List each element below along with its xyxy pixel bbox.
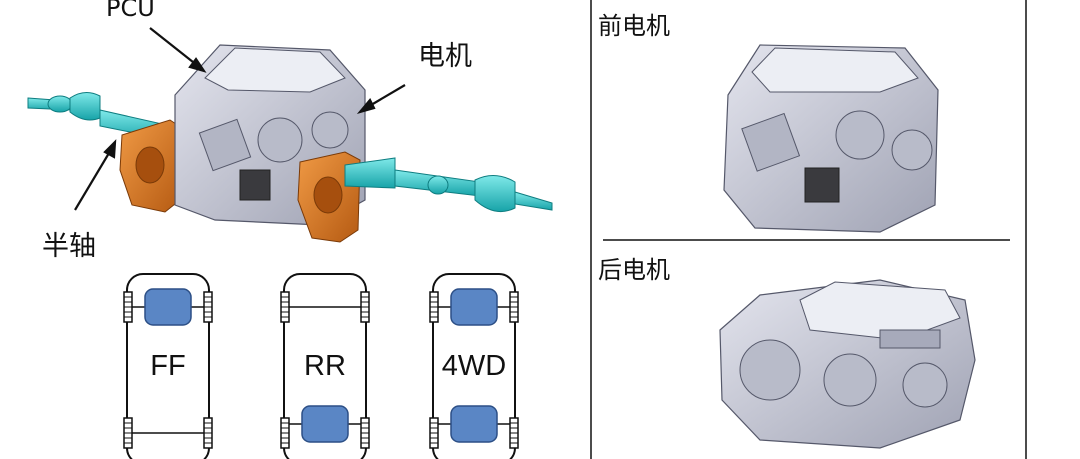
wheel (203, 291, 213, 323)
wheel (509, 417, 519, 449)
front-motor-title: 前电机 (598, 12, 670, 40)
wheel (360, 291, 370, 323)
wheel (123, 291, 133, 323)
layout-label-ff: FF (150, 350, 186, 382)
halfshaft-label: 半轴 (42, 231, 96, 262)
wheel (203, 417, 213, 449)
wheel (123, 417, 133, 449)
wheel (429, 417, 439, 449)
front-motor-illustration (723, 44, 939, 233)
front-motor-box (144, 288, 192, 326)
left-mount (119, 119, 183, 213)
rear-motor-illustration (719, 279, 976, 449)
pcu-label: PCU (106, 0, 155, 22)
layout-label-4wd: 4WD (441, 350, 507, 382)
wheel (280, 291, 290, 323)
layout-label-rr: RR (304, 350, 346, 382)
layout-ff (123, 273, 213, 459)
wheel (280, 417, 290, 449)
rear-motor-box (301, 405, 349, 443)
layout-4wd (429, 273, 519, 459)
wheel (360, 417, 370, 449)
callout-arrows (74, 27, 406, 211)
layout-rr (280, 273, 370, 459)
rear-motor-box (450, 405, 498, 443)
wheel (509, 291, 519, 323)
rear-motor-title: 后电机 (598, 256, 670, 284)
wheel (429, 291, 439, 323)
right-panel-frame (590, 0, 1027, 459)
drive-unit-illustration (27, 27, 553, 243)
right-halfshaft (344, 157, 553, 213)
front-motor-box (450, 288, 498, 326)
motor-label: 电机 (418, 41, 472, 72)
